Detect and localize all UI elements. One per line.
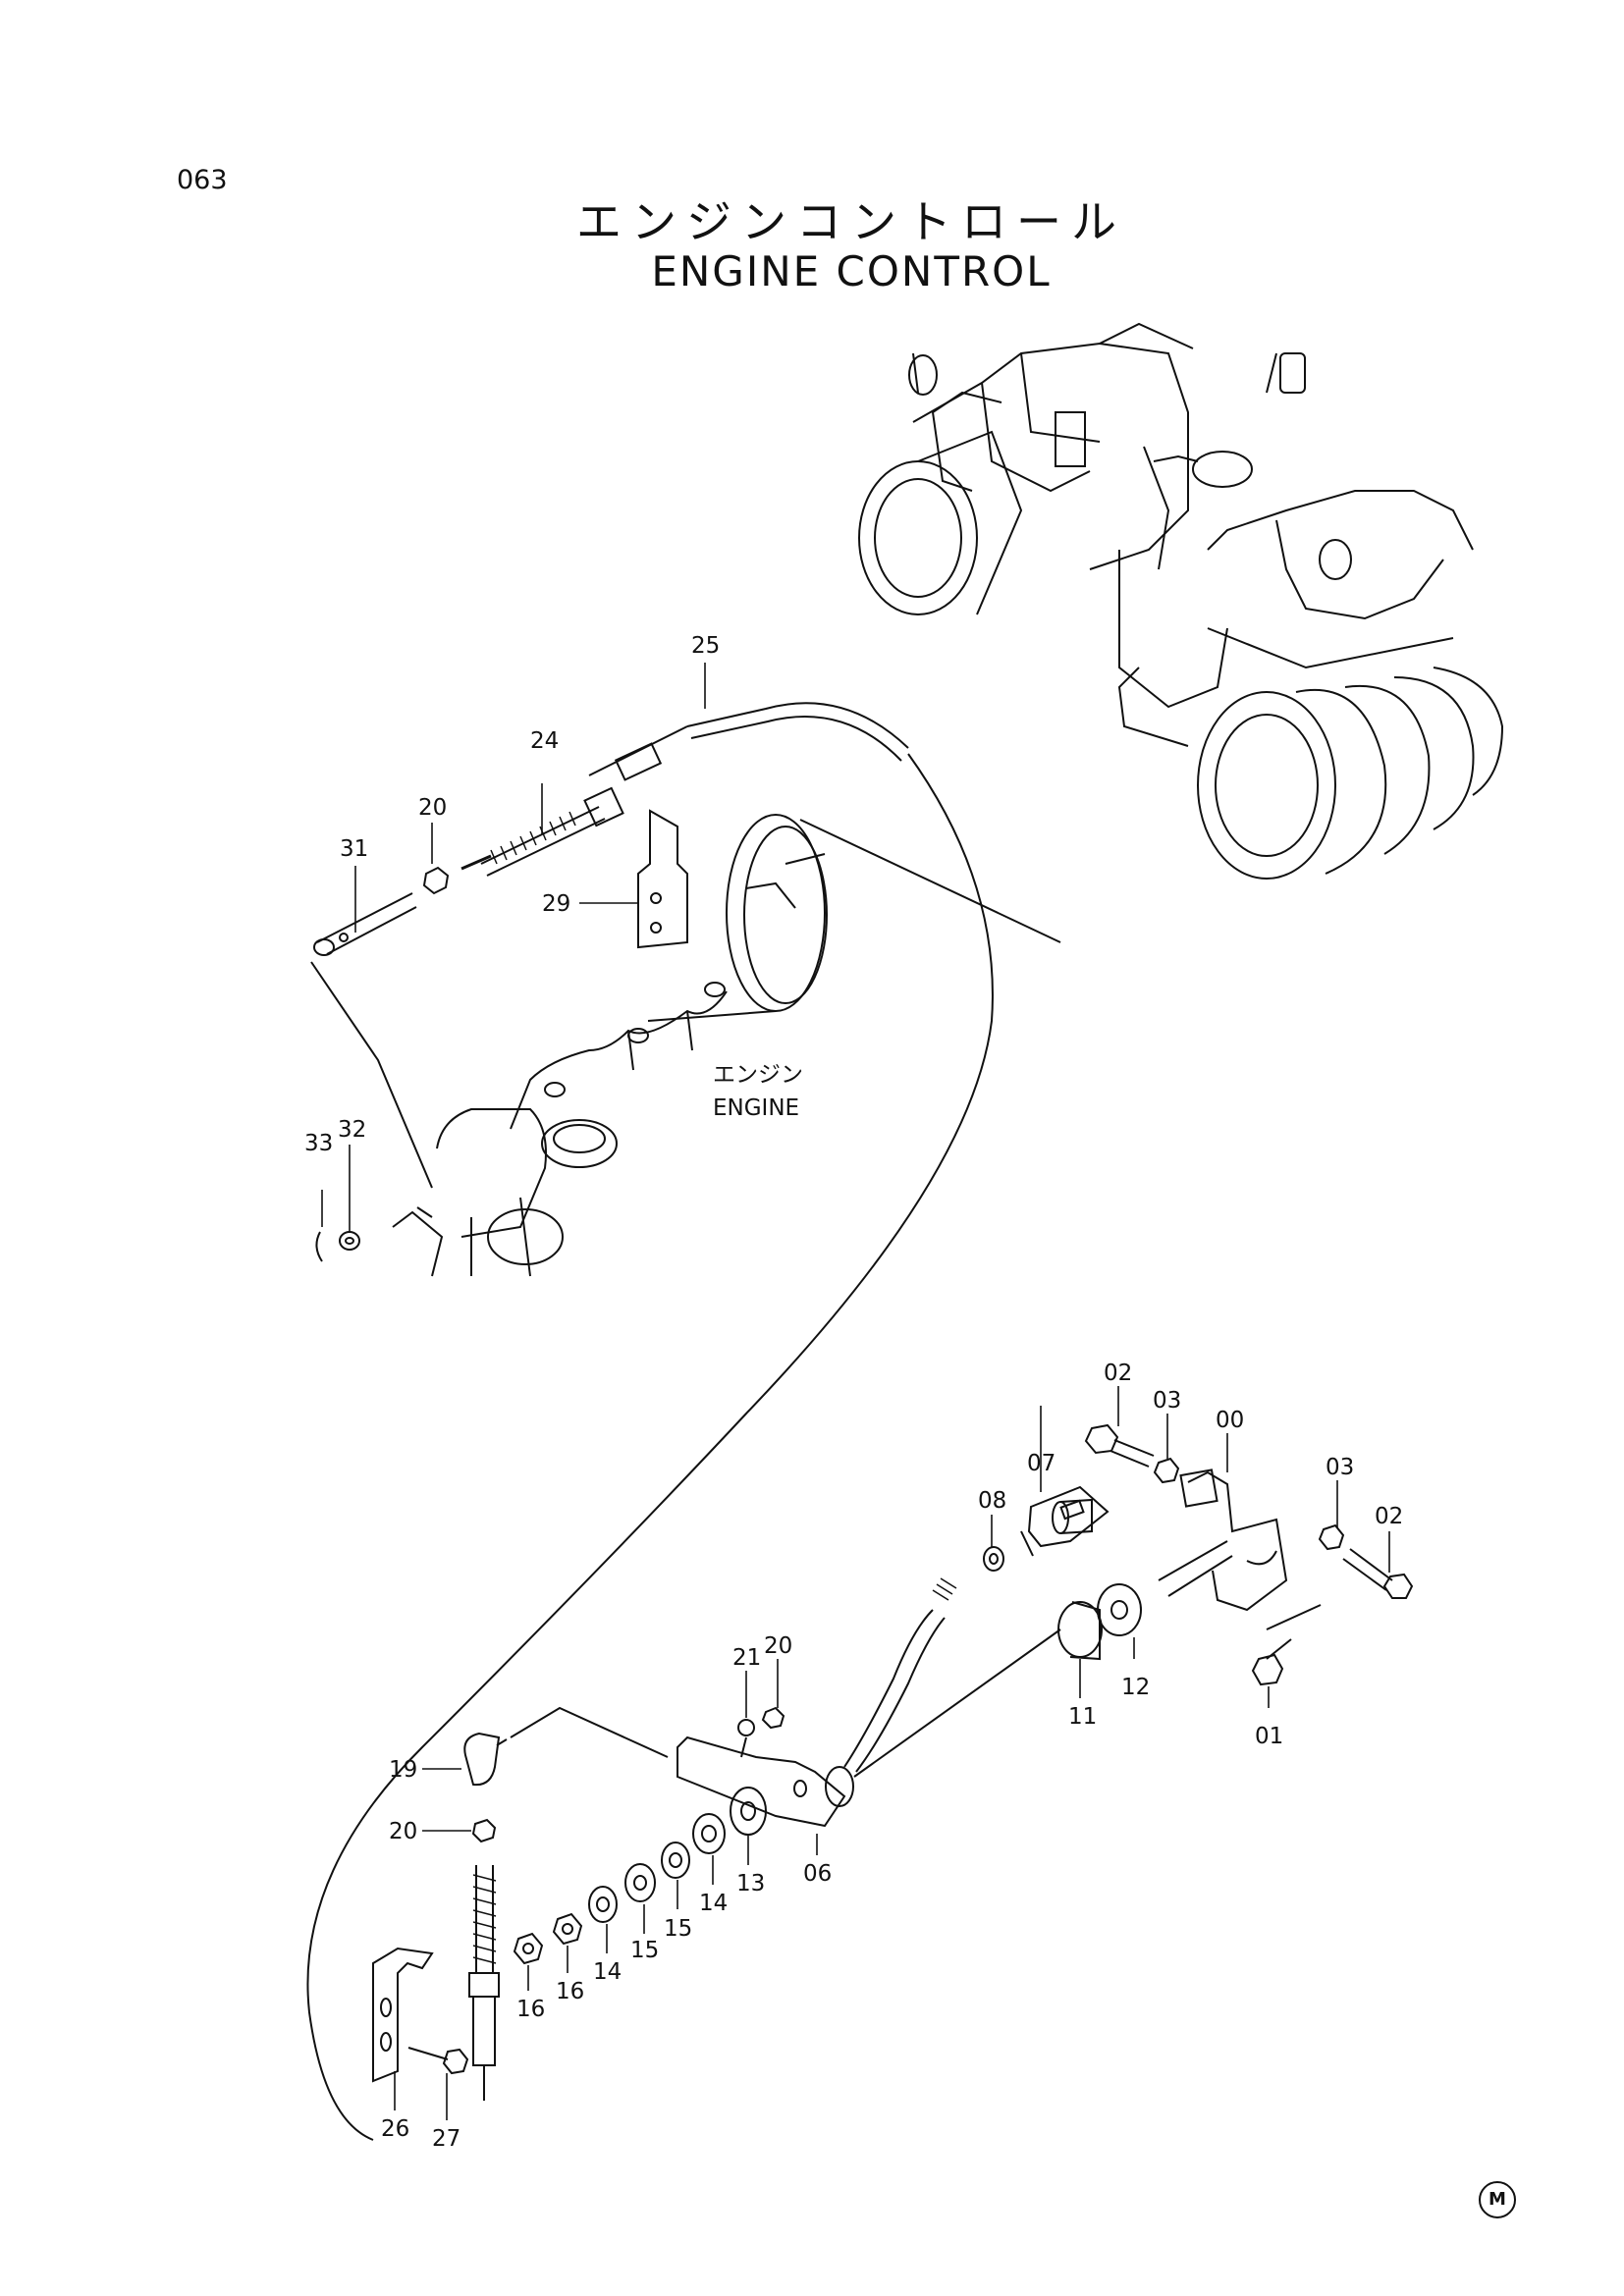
corner-mark: M <box>1479 2181 1516 2218</box>
lower-rod-assembly <box>372 1706 669 2101</box>
roller-machine-illustration <box>858 322 1504 880</box>
label-14-left: 14 <box>593 1959 622 1985</box>
label-20-mid: 20 <box>764 1633 792 1659</box>
label-20-upper: 20 <box>418 795 447 821</box>
cable-loop-line <box>306 753 994 2141</box>
title-japanese: エンジンコントロール <box>576 195 1126 248</box>
label-08: 08 <box>978 1488 1006 1514</box>
label-24: 24 <box>530 728 559 754</box>
bracket-assembly <box>1052 1423 1414 1686</box>
label-02-right: 02 <box>1375 1504 1403 1529</box>
label-00: 00 <box>1216 1408 1244 1433</box>
label-03-upper: 03 <box>1153 1388 1181 1414</box>
part-labels: 25 24 20 31 29 32 33 02 03 00 03 02 07 0… <box>304 633 1403 2152</box>
label-15-right: 15 <box>664 1916 692 1942</box>
label-25: 25 <box>691 633 720 659</box>
label-27: 27 <box>432 2126 460 2152</box>
label-02-upper: 02 <box>1104 1361 1132 1386</box>
washer-stack <box>513 1787 767 1965</box>
label-29: 29 <box>542 891 570 917</box>
label-19: 19 <box>389 1757 417 1783</box>
title-english: ENGINE CONTROL <box>651 247 1052 295</box>
label-20-lower: 20 <box>389 1819 417 1844</box>
page-number: 063 <box>177 165 228 195</box>
label-13: 13 <box>736 1871 765 1896</box>
label-03-right: 03 <box>1326 1455 1354 1480</box>
label-33: 33 <box>304 1131 333 1156</box>
label-26: 26 <box>381 2116 409 2142</box>
label-07: 07 <box>1027 1451 1056 1476</box>
label-12: 12 <box>1121 1675 1150 1700</box>
engine-label-english: ENGINE <box>713 1095 799 1121</box>
label-16-right: 16 <box>556 1979 584 2004</box>
label-14-right: 14 <box>699 1891 728 1916</box>
label-06: 06 <box>803 1861 832 1887</box>
label-15-left: 15 <box>630 1938 659 1963</box>
engine-label-japanese: エンジン <box>713 1062 803 1088</box>
label-11: 11 <box>1068 1704 1097 1730</box>
label-16-left: 16 <box>516 1997 545 2022</box>
label-32: 32 <box>338 1117 366 1143</box>
lever-assembly <box>677 1485 1110 1828</box>
label-21: 21 <box>732 1645 761 1671</box>
cable-assembly <box>313 702 909 956</box>
label-31: 31 <box>340 836 368 862</box>
label-01: 01 <box>1255 1724 1283 1749</box>
engine-illustration <box>392 814 1061 1277</box>
